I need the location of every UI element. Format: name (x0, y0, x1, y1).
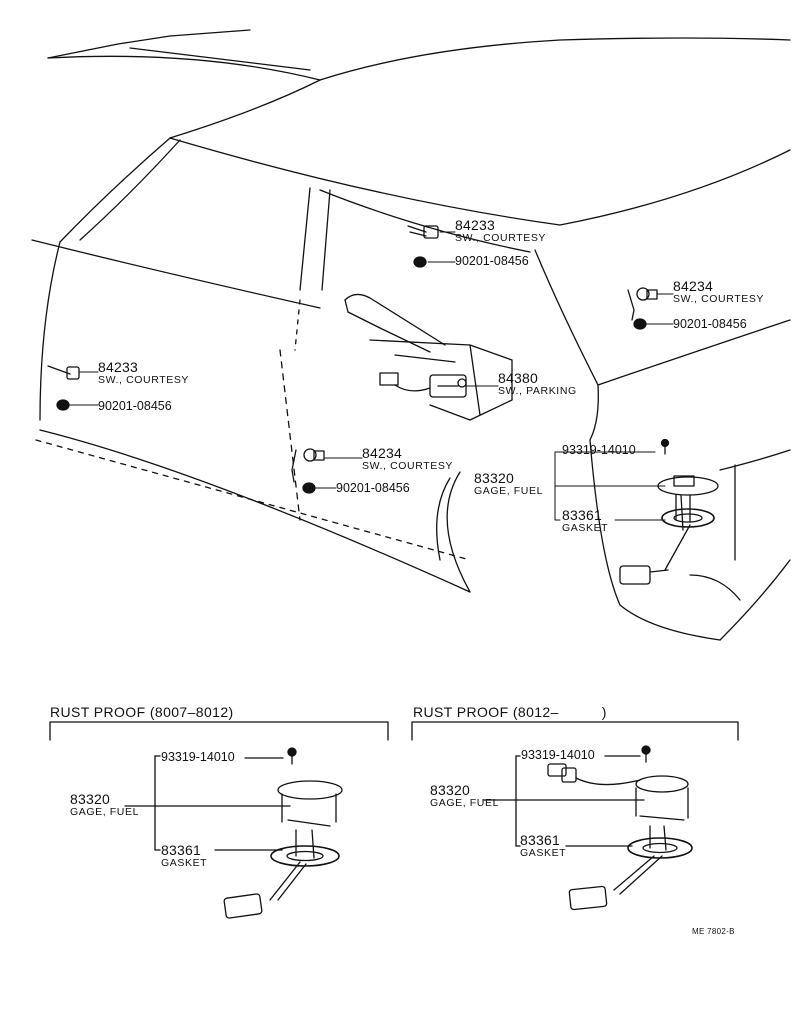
part-name-label: SW., COURTESY (98, 374, 190, 386)
part-name-label: GAGE, FUEL (430, 797, 500, 809)
part-name-label: SW., COURTESY (362, 460, 454, 472)
part-number-label: 84234 (673, 278, 713, 294)
part-number-label: 84233 (98, 359, 138, 375)
washer-part-number: 90201-08456 (455, 254, 529, 268)
gasket-icon (661, 508, 715, 528)
callout-sw-lower-mid: 84234 SW., COURTESY (362, 446, 453, 472)
part-number-label: 84233 (455, 217, 495, 233)
part-number-label: 83361 (161, 842, 201, 858)
variant-2-gasket-callout: 83361 GASKET (520, 833, 566, 859)
part-name-label: GASKET (520, 847, 567, 859)
callout-sw-top-mid: 84233 SW., COURTESY (455, 218, 546, 244)
part-number-label: 83320 (474, 470, 514, 486)
part-name-label: GAGE, FUEL (70, 806, 140, 818)
part-number-label: 84234 (362, 445, 402, 461)
variant-2-screw-number: 93319-14010 (521, 748, 595, 762)
variant-1-gasket-callout: 83361 GASKET (161, 843, 207, 869)
callout-main-gage: 83320 GAGE, FUEL (474, 471, 543, 497)
part-number-label: 84380 (498, 370, 538, 386)
courtesy-switch-icon (47, 225, 658, 483)
callout-main-gasket: 83361 GASKET (562, 508, 608, 534)
leader-lines (69, 231, 674, 521)
callout-parking-sw: 84380 SW., PARKING (498, 371, 577, 397)
part-name-label: GASKET (562, 522, 609, 534)
variant-1-title: RUST PROOF (8007–8012) (50, 704, 234, 720)
variant-2-gage-callout: 83320 GAGE, FUEL (430, 783, 499, 809)
variant-1-screw-number: 93319-14010 (161, 750, 235, 764)
part-name-label: GASKET (161, 857, 208, 869)
variant-2-title: RUST PROOF (8012– ) (413, 704, 607, 720)
callout-sw-left: 84233 SW., COURTESY (98, 360, 189, 386)
washer-icon (56, 256, 647, 494)
part-name-label: GAGE, FUEL (474, 485, 544, 497)
variant-1-gage-callout: 83320 GAGE, FUEL (70, 792, 139, 818)
parking-switch-icon (379, 372, 467, 398)
part-name-label: SW., PARKING (498, 385, 577, 397)
part-number-label: 83361 (562, 507, 602, 523)
part-name-label: SW., COURTESY (455, 232, 547, 244)
part-number-label: 83361 (520, 832, 560, 848)
screw-part-number: 93319-14010 (562, 443, 636, 457)
washer-part-number: 90201-08456 (336, 481, 410, 495)
parking-brake-assembly (344, 293, 513, 421)
part-number-label: 83320 (70, 791, 110, 807)
part-name-label: SW., COURTESY (673, 293, 765, 305)
variant-1-drawing (49, 721, 389, 919)
part-number-label: 83320 (430, 782, 470, 798)
washer-part-number: 90201-08456 (673, 317, 747, 331)
car-body-outline (31, 29, 791, 641)
variant-2-drawing (411, 721, 739, 911)
washer-part-number: 90201-08456 (98, 399, 172, 413)
callout-sw-right: 84234 SW., COURTESY (673, 279, 764, 305)
figure-code: ME 7802-B (692, 927, 735, 936)
